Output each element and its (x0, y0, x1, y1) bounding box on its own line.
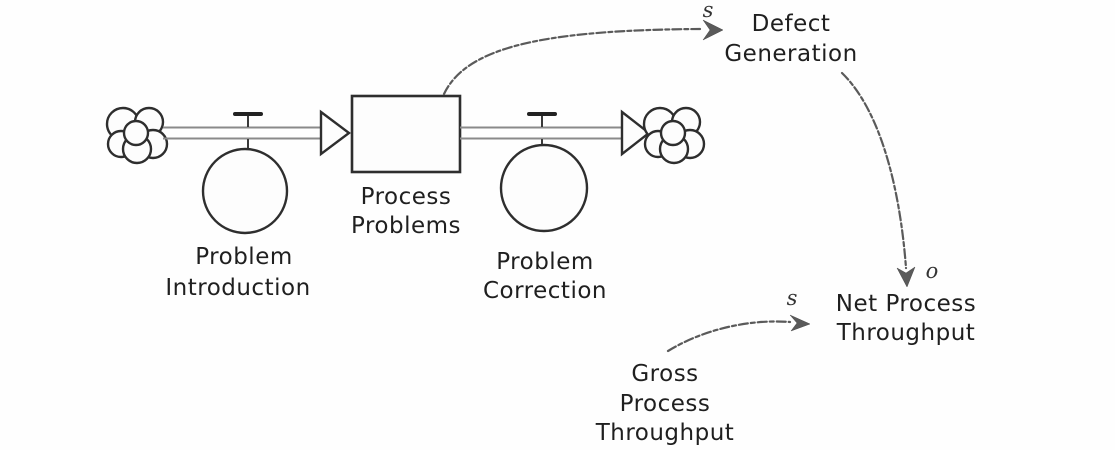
variable-defect-generation: Defect Generation (724, 11, 857, 67)
link-gross-to-net (666, 320, 792, 353)
link-defect-to-net (840, 71, 908, 270)
stock-label-line1: Process (361, 184, 452, 210)
outflow-pipe (460, 109, 651, 157)
link-stock-to-defect-arrowhead-icon (702, 19, 724, 41)
outflow-label: Problem Correction (483, 249, 607, 304)
polarity-defect-to-net: o (926, 259, 939, 283)
stock-box (350, 94, 462, 174)
link-gross-to-net-arrowhead-icon (789, 314, 811, 332)
link-defect-to-net-arrowhead-icon (896, 266, 916, 288)
stock-label-line2: Problems (351, 213, 461, 239)
polarity-gross-to-net: s (787, 286, 798, 310)
inflow-arrowhead-icon (319, 109, 351, 157)
net-process-throughput-line2: Throughput (836, 320, 976, 346)
inflow-converter-circle (201, 147, 289, 235)
inflow-label-line2: Introduction (165, 275, 310, 301)
inflow-valve-icon (233, 112, 263, 149)
defect-generation-line2: Generation (724, 41, 857, 67)
sink-cloud-icon (642, 106, 706, 165)
outflow-valve-icon (527, 112, 557, 146)
gross-process-throughput-line3: Throughput (595, 420, 735, 446)
gross-process-throughput-line2: Process (620, 391, 711, 417)
link-stock-to-defect (442, 27, 702, 96)
variable-gross-process-throughput: Gross Process Throughput (595, 361, 735, 446)
inflow-pipe (163, 109, 351, 157)
outflow-arrowhead-icon (620, 109, 651, 157)
polarity-stock-to-defect: s (703, 0, 714, 22)
stock-label: Process Problems (351, 184, 461, 239)
net-process-throughput-line1: Net Process (836, 291, 976, 317)
gross-process-throughput-line1: Gross (631, 361, 698, 387)
defect-generation-line1: Defect (752, 11, 831, 37)
source-cloud-icon (105, 106, 169, 165)
variable-net-process-throughput: Net Process Throughput (836, 291, 976, 346)
inflow-label: Problem Introduction (165, 244, 310, 301)
outflow-label-line1: Problem (496, 249, 594, 275)
outflow-converter-circle (499, 143, 589, 233)
inflow-label-line1: Problem (195, 244, 293, 270)
outflow-label-line2: Correction (483, 278, 607, 304)
